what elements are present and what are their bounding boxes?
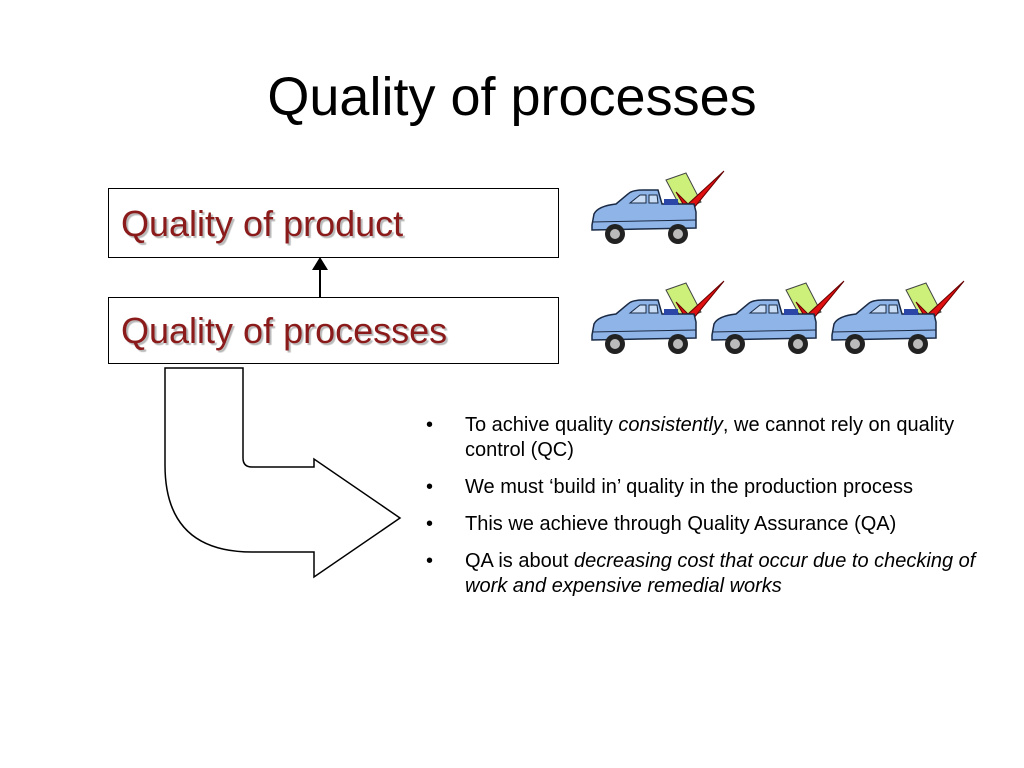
bullet-emphasis: consistently [618,414,723,436]
bullet-text: To achive quality [465,414,619,436]
bullet-text: This we achieve through Quality Assuranc… [465,513,897,535]
pickup-truck-icon [591,170,725,244]
pickup-truck-icon [831,280,965,354]
quality-of-processes-label: Quality of processes [121,310,448,351]
pickup-truck-icon [711,280,845,354]
bullet-text-after: , we cannot rely on quality control (QC) [465,414,955,461]
bullet-dot: • [426,550,434,572]
quality-of-product-label: Quality of product [121,203,404,244]
quality-of-product-box: Quality of product [108,188,559,258]
bullet-item: • We must ‘build in’ quality in the prod… [420,475,980,500]
bullet-item: • QA is about decreasing cost that occur… [420,549,980,599]
pickup-truck-icon [591,280,725,354]
bullet-list: • To achive quality consistently, we can… [420,413,980,611]
slide-title: Quality of processes [267,67,757,127]
bullet-text: QA is about [465,550,574,572]
bullet-dot: • [426,414,434,436]
bullet-text: We must ‘build in’ quality in the produc… [465,476,914,498]
bullet-dot: • [426,476,434,498]
bullet-dot: • [426,513,434,535]
bullet-item: • This we achieve through Quality Assura… [420,512,980,537]
curved-arrow [164,367,402,579]
bullet-emphasis: decreasing cost that occur due to checki… [465,550,976,597]
up-arrow [312,257,328,297]
quality-of-processes-box: Quality of processes [108,297,559,364]
bullet-item: • To achive quality consistently, we can… [420,413,980,463]
